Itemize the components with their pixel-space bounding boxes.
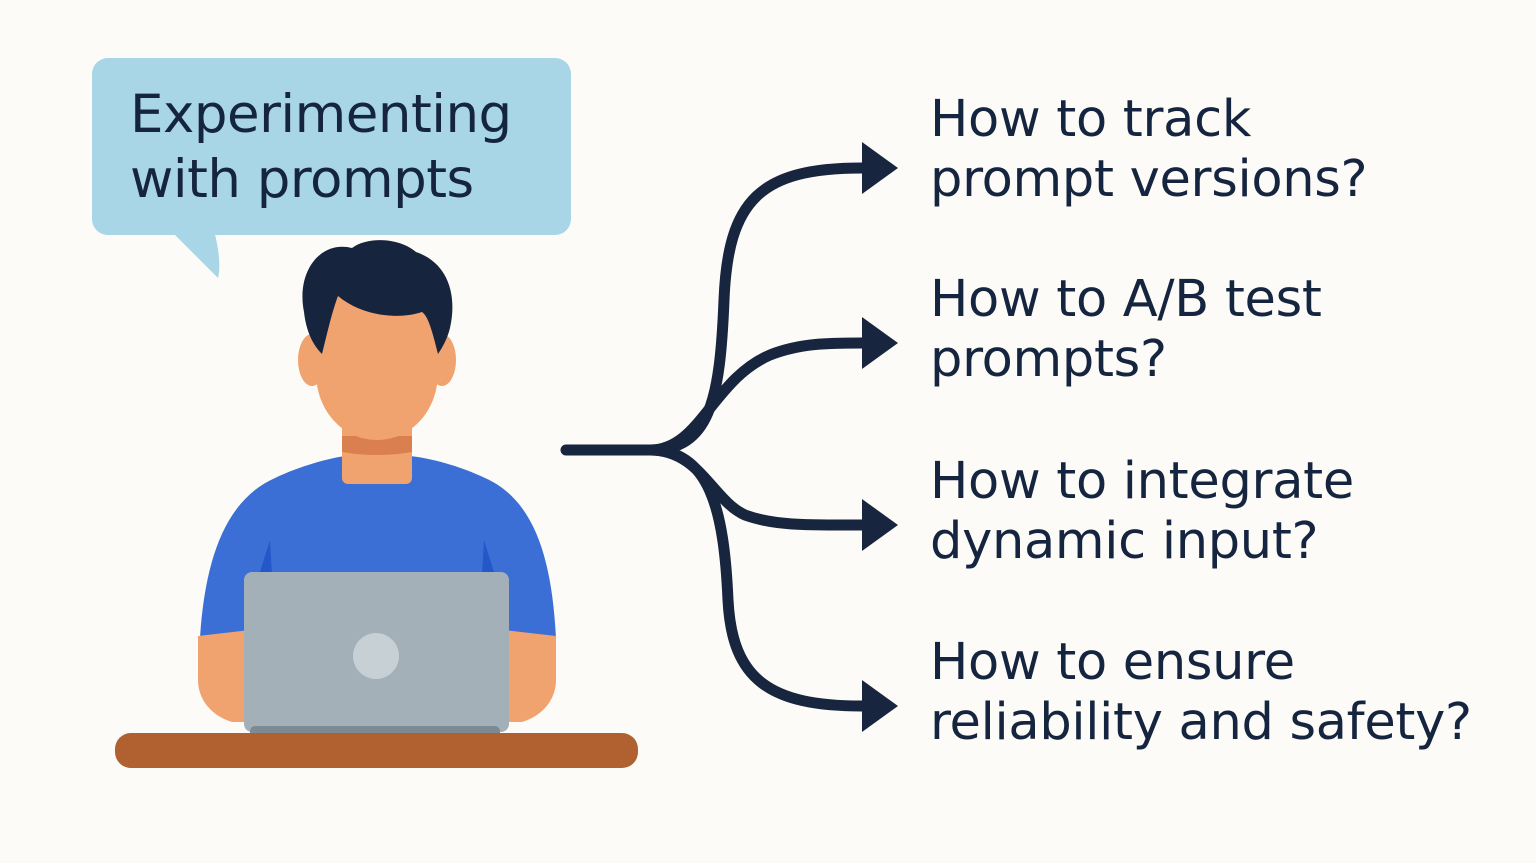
question-ab-test: How to A/B test prompts? [930,270,1530,390]
arrow-head-1 [862,142,898,194]
speech-bubble-tail [170,230,220,278]
arrow-head-2 [862,317,898,369]
laptop [244,572,509,738]
speech-bubble-line: with prompts [130,149,474,210]
arrow-head-4 [862,680,898,732]
shirt-fold-right [482,540,494,575]
question-line: How to track [930,90,1252,149]
branching-arrows [560,142,898,732]
question-dynamic-input: How to integrate dynamic input? [930,452,1530,572]
question-reliability-safety: How to ensure reliability and safety? [930,633,1530,753]
question-line: How to integrate [930,452,1354,511]
question-line: How to A/B test [930,270,1322,329]
shirt-fold-left [260,540,272,575]
question-line: dynamic input? [930,512,1319,571]
person-arm-left [198,630,258,722]
speech-bubble-line: Experimenting [130,84,512,145]
arrow-branch-4 [644,444,868,712]
person-neck-shadow [342,436,412,455]
question-line: reliability and safety? [930,693,1472,752]
question-line: How to ensure [930,633,1295,692]
person-hair [302,240,453,354]
desk [115,733,638,768]
question-line: prompts? [930,330,1167,389]
laptop-logo-icon [353,633,399,679]
arrow-branch-2 [644,337,868,456]
question-track-versions: How to track prompt versions? [930,90,1530,210]
question-line: prompt versions? [930,150,1368,209]
speech-bubble [92,58,571,235]
arrow-head-3 [862,499,898,551]
speech-bubble-text: Experimenting with prompts [130,82,560,212]
person-arm-right [496,630,556,722]
